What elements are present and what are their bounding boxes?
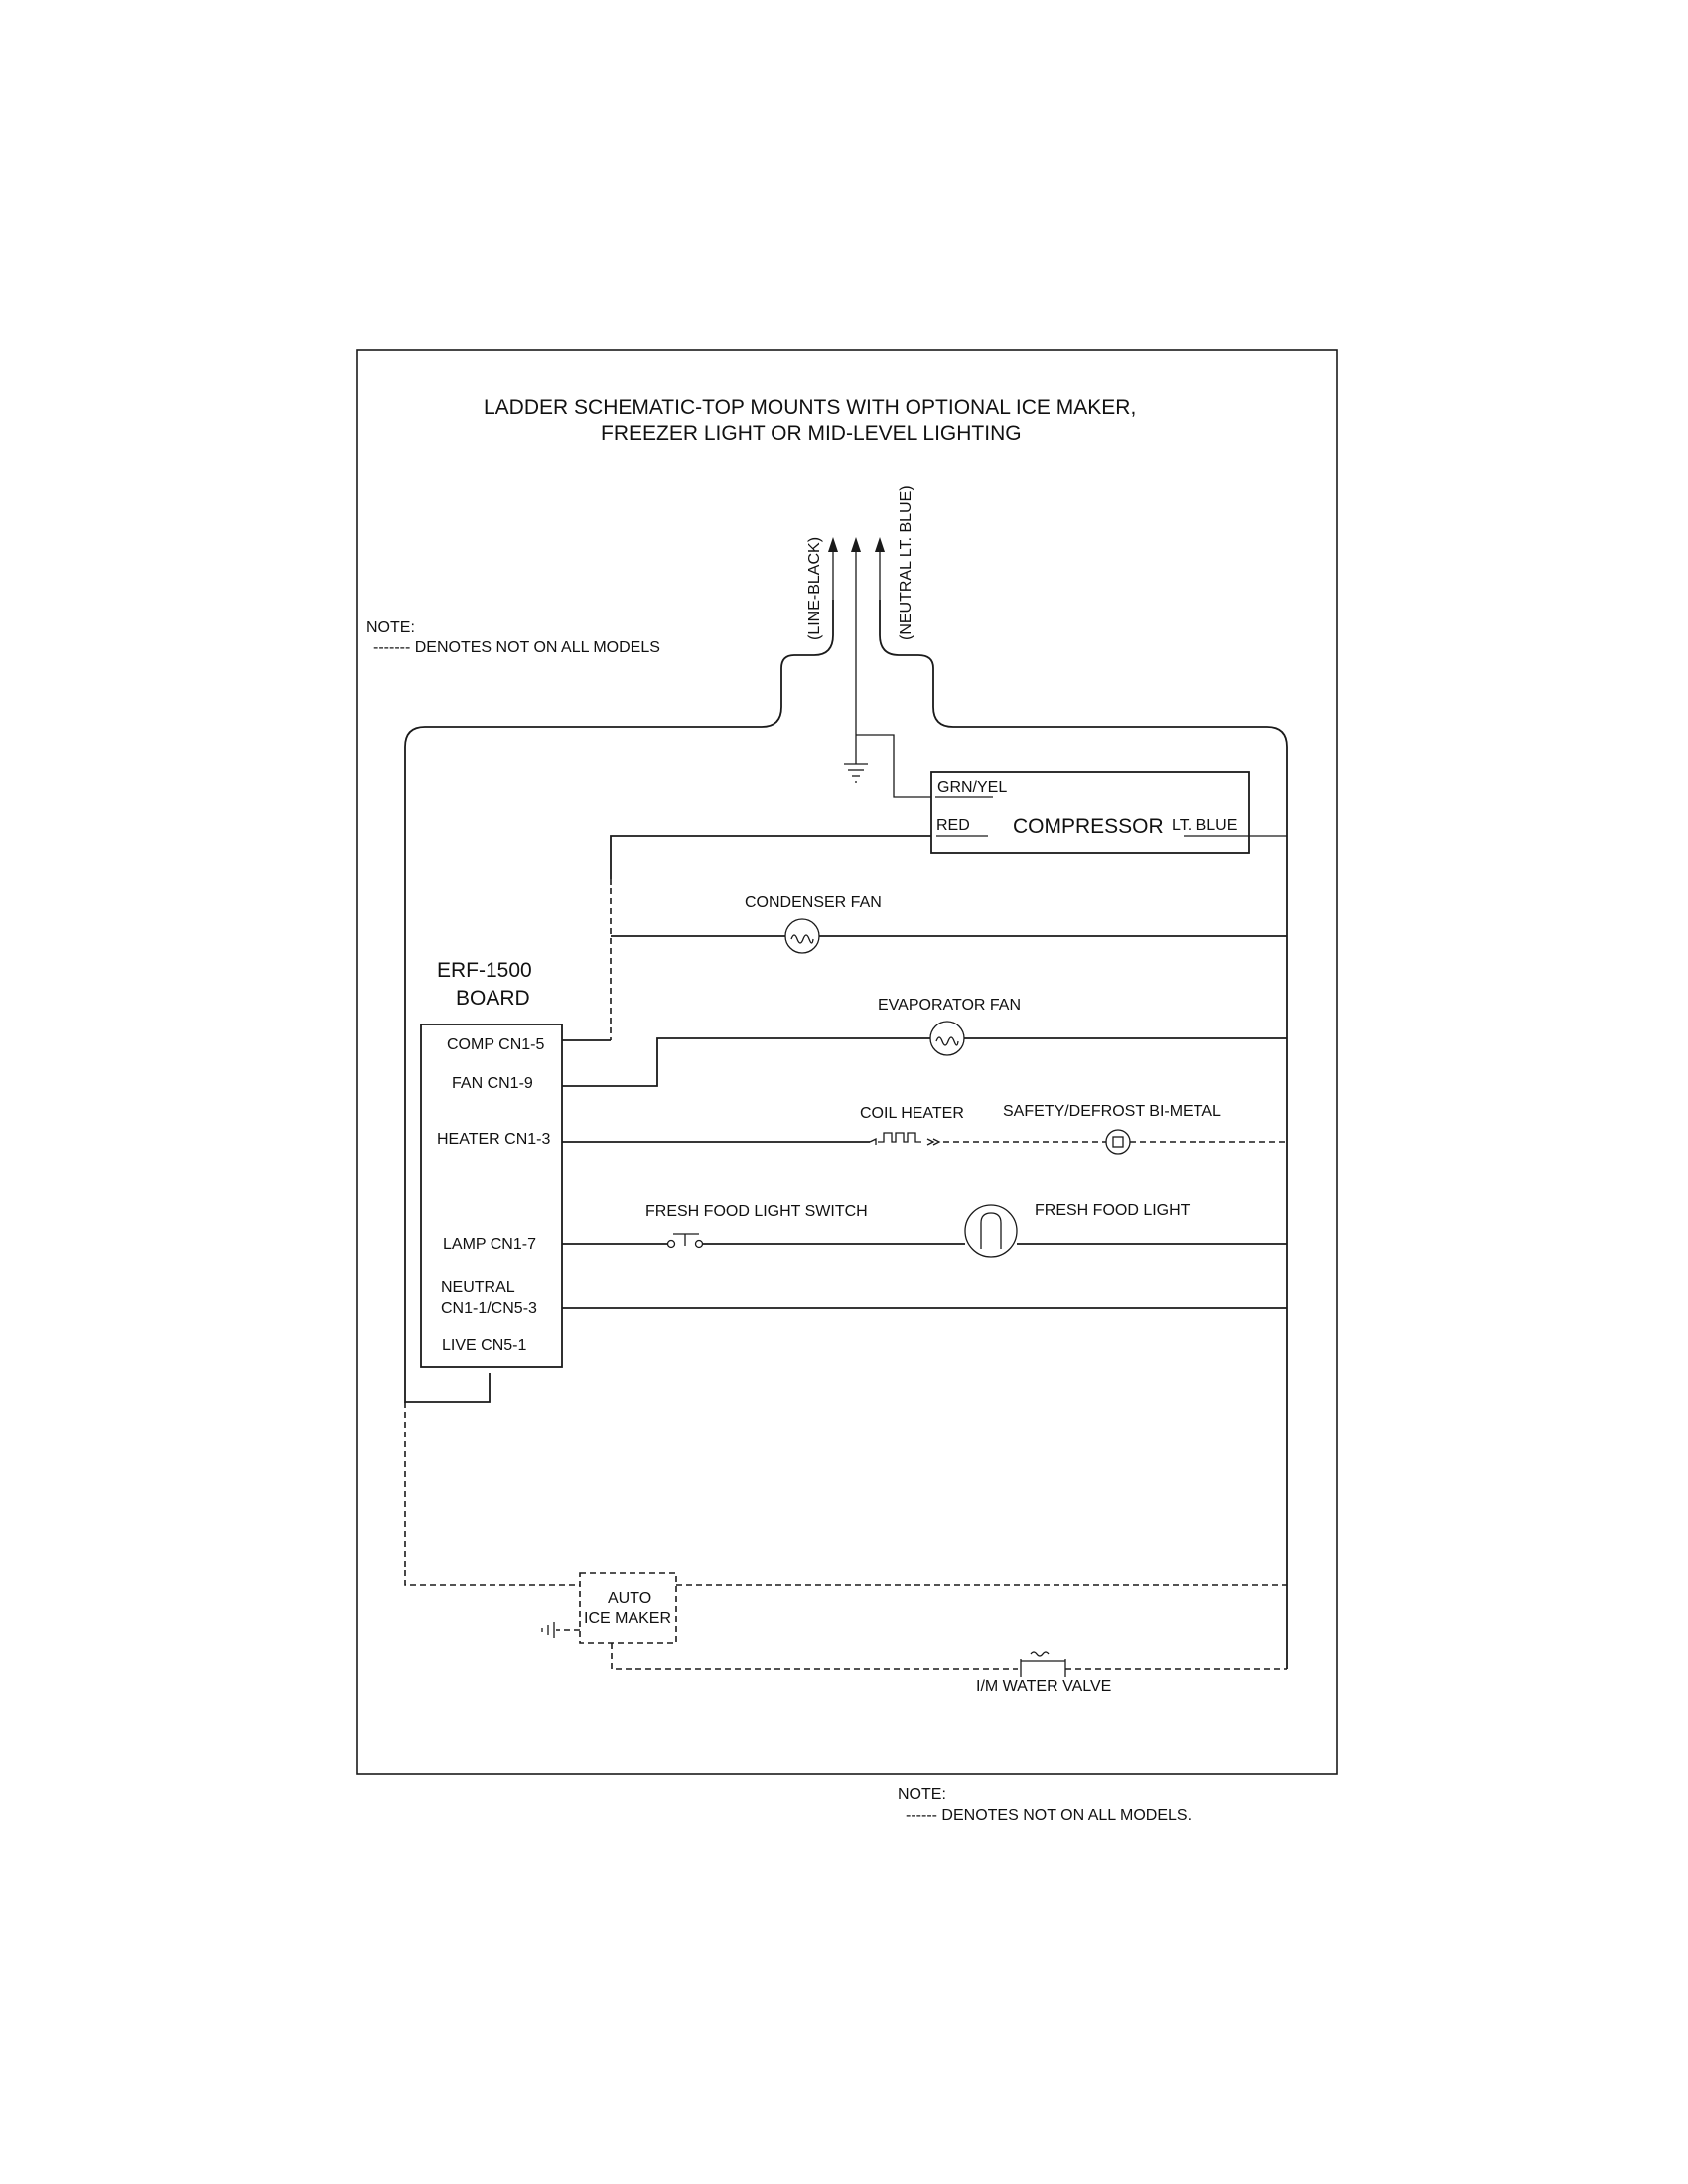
neutral-arrow-icon: [875, 537, 885, 552]
fresh-food-light-label: FRESH FOOD LIGHT: [1035, 1202, 1191, 1219]
compressor-red-wire: [610, 835, 931, 879]
board-name-line-1: ERF-1500: [437, 959, 532, 982]
bimetal-icon: [1105, 1129, 1131, 1155]
pin-comp-label: COMP CN1-5: [447, 1036, 544, 1053]
water-valve-wire: [611, 1643, 1018, 1670]
lt-blue-label: LT. BLUE: [1172, 817, 1237, 834]
note-bottom-text: ------ DENOTES NOT ON ALL MODELS.: [906, 1807, 1192, 1824]
pin-heater-label: HEATER CN1-3: [437, 1131, 550, 1148]
pin-fan-label: FAN CN1-9: [452, 1075, 533, 1092]
diagram-frame: [356, 349, 1338, 1775]
auto-ice-maker: [579, 1572, 677, 1644]
pin-neutral-label-1: NEUTRAL: [441, 1279, 515, 1296]
title-line-1: LADDER SCHEMATIC-TOP MOUNTS WITH OPTIONA…: [484, 396, 1136, 419]
pin-neutral-label-2: CN1-1/CN5-3: [441, 1300, 537, 1317]
red-label: RED: [936, 817, 970, 834]
ground-arrow-icon: [851, 537, 861, 552]
note-top-text: ------- DENOTES NOT ON ALL MODELS: [373, 639, 660, 656]
condenser-fan-label: CONDENSER FAN: [745, 894, 882, 911]
compressor: GRN/YEL RED COMPRESSOR LT. BLUE: [930, 771, 1287, 854]
line-black-label: (LINE-BLACK): [806, 537, 823, 640]
power-supply: (LINE-BLACK) (NEUTRAL LT. BLUE): [806, 485, 914, 783]
safety-defrost-label: SAFETY/DEFROST BI-METAL: [1003, 1103, 1221, 1120]
water-valve-icon: [1020, 1651, 1066, 1677]
ice-maker-label-1: AUTO: [608, 1590, 651, 1607]
ice-maker-label-2: ICE MAKER: [584, 1610, 671, 1627]
compressor-label: COMPRESSOR: [1013, 815, 1164, 838]
light-bulb-icon: [964, 1204, 1018, 1258]
light-switch-label: FRESH FOOD LIGHT SWITCH: [645, 1203, 868, 1220]
line-rail: [404, 600, 834, 1403]
condenser-fan-icon: [784, 918, 820, 954]
neutral-lt-blue-label: (NEUTRAL LT. BLUE): [898, 485, 914, 640]
light-switch-icon: [666, 1233, 704, 1249]
water-valve-label: I/M WATER VALVE: [976, 1678, 1111, 1695]
erf-1500-board: ERF-1500 BOARD COMP CN1-5 FAN CN1-9 HEAT…: [420, 959, 563, 1368]
ground-wire: [856, 734, 931, 798]
ice-maker-line-wire: [404, 1402, 580, 1586]
ice-maker-ground-icon: [541, 1622, 580, 1638]
note-bottom-label: NOTE:: [898, 1786, 946, 1803]
coil-heater-label: COIL HEATER: [860, 1105, 964, 1122]
coil-heater-icon: [869, 1132, 941, 1146]
pin-lamp-label: LAMP CN1-7: [443, 1236, 536, 1253]
line-arrow-icon: [828, 537, 838, 552]
board-name-line-2: BOARD: [456, 987, 530, 1010]
grn-yel-label: GRN/YEL: [937, 779, 1007, 796]
note-top-label: NOTE:: [366, 619, 415, 636]
ground-icon: [844, 735, 868, 783]
title-line-2: FREEZER LIGHT OR MID-LEVEL LIGHTING: [601, 422, 1022, 445]
evaporator-fan-label: EVAPORATOR FAN: [878, 997, 1021, 1014]
evaporator-fan-icon: [929, 1021, 965, 1056]
fan-pin-wire: [562, 1037, 930, 1087]
pin-live-label: LIVE CN5-1: [442, 1337, 526, 1354]
neutral-rail: [879, 600, 1288, 1669]
